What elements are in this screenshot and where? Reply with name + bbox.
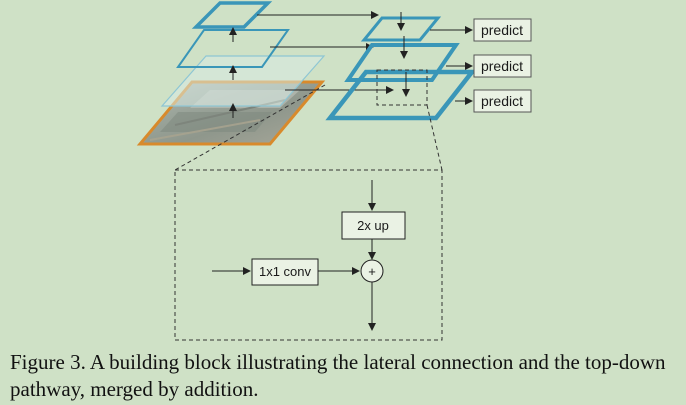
predict-box-3	[473, 89, 532, 113]
zoom-region-box	[376, 69, 428, 106]
figure-caption: Figure 3. A building block illustrating …	[10, 350, 666, 401]
output-level-top	[360, 16, 442, 42]
predict-box-2	[473, 54, 532, 78]
output-level-bottom	[325, 69, 477, 121]
add-symbol: +	[368, 264, 376, 279]
predict-label-2: predict	[481, 58, 523, 74]
predict-label-3: predict	[481, 93, 523, 109]
pyramid-level-3	[191, 1, 273, 29]
prediction-heads: predict predict predict	[430, 18, 532, 113]
upsample-box	[341, 211, 406, 240]
top-down-pyramid	[325, 12, 477, 121]
predict-box-1	[473, 18, 532, 42]
bottom-up-pyramid	[136, 1, 326, 146]
conv-label: 1x1 conv	[259, 264, 312, 279]
zoom-guide-left	[174, 84, 326, 171]
conv-box	[251, 258, 319, 286]
lateral-connections	[257, 11, 394, 94]
detail-dashed-frame	[174, 169, 443, 341]
pyramid-level-1	[160, 55, 326, 107]
building-block-detail: 2x up 1x1 conv +	[174, 169, 443, 341]
fpn-diagram: predict predict predict 2x up 1x1 conv +	[136, 1, 532, 341]
predict-label-1: predict	[481, 22, 523, 38]
output-level-middle	[344, 43, 460, 82]
upsample-label: 2x up	[357, 218, 389, 233]
